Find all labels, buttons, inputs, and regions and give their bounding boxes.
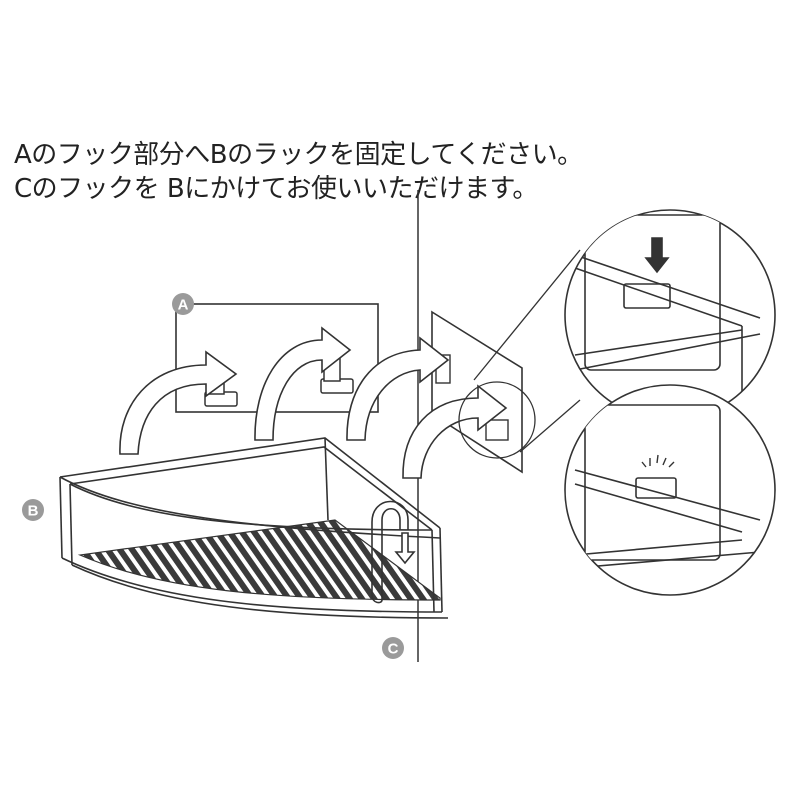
label-b: B	[28, 503, 39, 520]
label-badge-b: B	[22, 499, 44, 521]
instructions-text: Aのフック部分へBのラックを固定してください。 Cのフックを Bにかけてお使いい…	[14, 138, 714, 206]
hook-c	[371, 500, 416, 604]
arrow-2	[254, 326, 352, 441]
attached-hook	[635, 477, 677, 499]
down-arrow-icon	[394, 532, 416, 565]
detail-hook	[623, 283, 671, 309]
label-badge-a: A	[172, 293, 194, 315]
zoom-lines	[458, 249, 581, 459]
instruction-line-1: Aのフック部分へBのラックを固定してください。	[14, 140, 583, 170]
instruction-line-2: Cのフックを Bにかけてお使いいただけます。	[14, 174, 538, 204]
label-c: C	[388, 641, 399, 658]
hook-plate-a-side	[431, 310, 523, 474]
rack-mesh-floor	[77, 519, 441, 601]
corner-rack-b	[59, 437, 449, 619]
label-badge-c: C	[382, 637, 404, 659]
arrow-4	[402, 384, 508, 479]
press-arrow-icon	[644, 237, 670, 274]
detail-circle-2	[564, 384, 776, 596]
arrow-1	[119, 350, 238, 455]
click-burst-icon	[641, 454, 675, 468]
side-hook-2	[485, 419, 509, 441]
label-a: A	[178, 297, 189, 314]
detail-circle-1	[564, 209, 776, 421]
arrow-3	[346, 336, 450, 441]
move-arrows	[119, 326, 508, 479]
